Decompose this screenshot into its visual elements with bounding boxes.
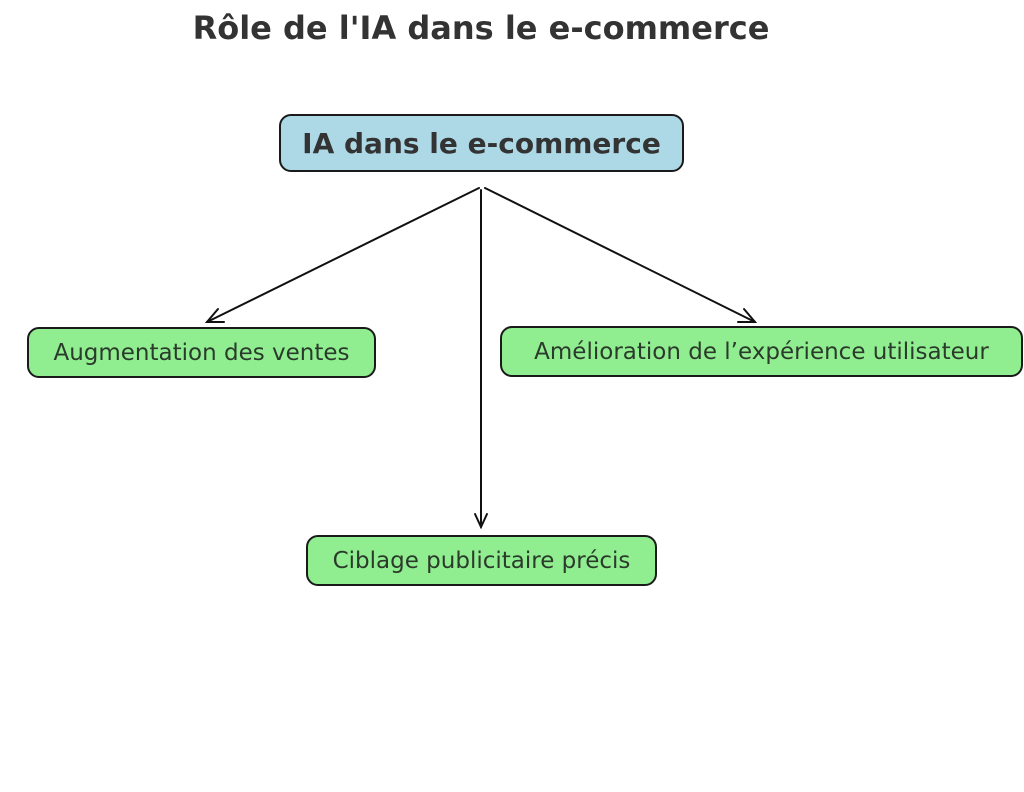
child-node-augmentation-des-ventes: Augmentation des ventes — [27, 327, 376, 378]
child-node-amelioration-experience: Amélioration de l’expérience utilisateur — [500, 326, 1023, 377]
child-node-label: Amélioration de l’expérience utilisateur — [534, 338, 989, 365]
diagram-title: Rôle de l'IA dans le e-commerce — [192, 9, 770, 47]
edge-to-augmentation-des-ventes — [204, 187, 480, 323]
edge-to-ciblage-publicitaire — [474, 189, 488, 530]
root-node: IA dans le e-commerce — [279, 114, 684, 172]
root-node-label: IA dans le e-commerce — [302, 126, 661, 160]
child-node-label: Augmentation des ventes — [53, 339, 350, 366]
edge-to-amelioration-experience — [484, 187, 758, 323]
child-node-ciblage-publicitaire: Ciblage publicitaire précis — [306, 535, 657, 586]
child-node-label: Ciblage publicitaire précis — [332, 547, 631, 574]
